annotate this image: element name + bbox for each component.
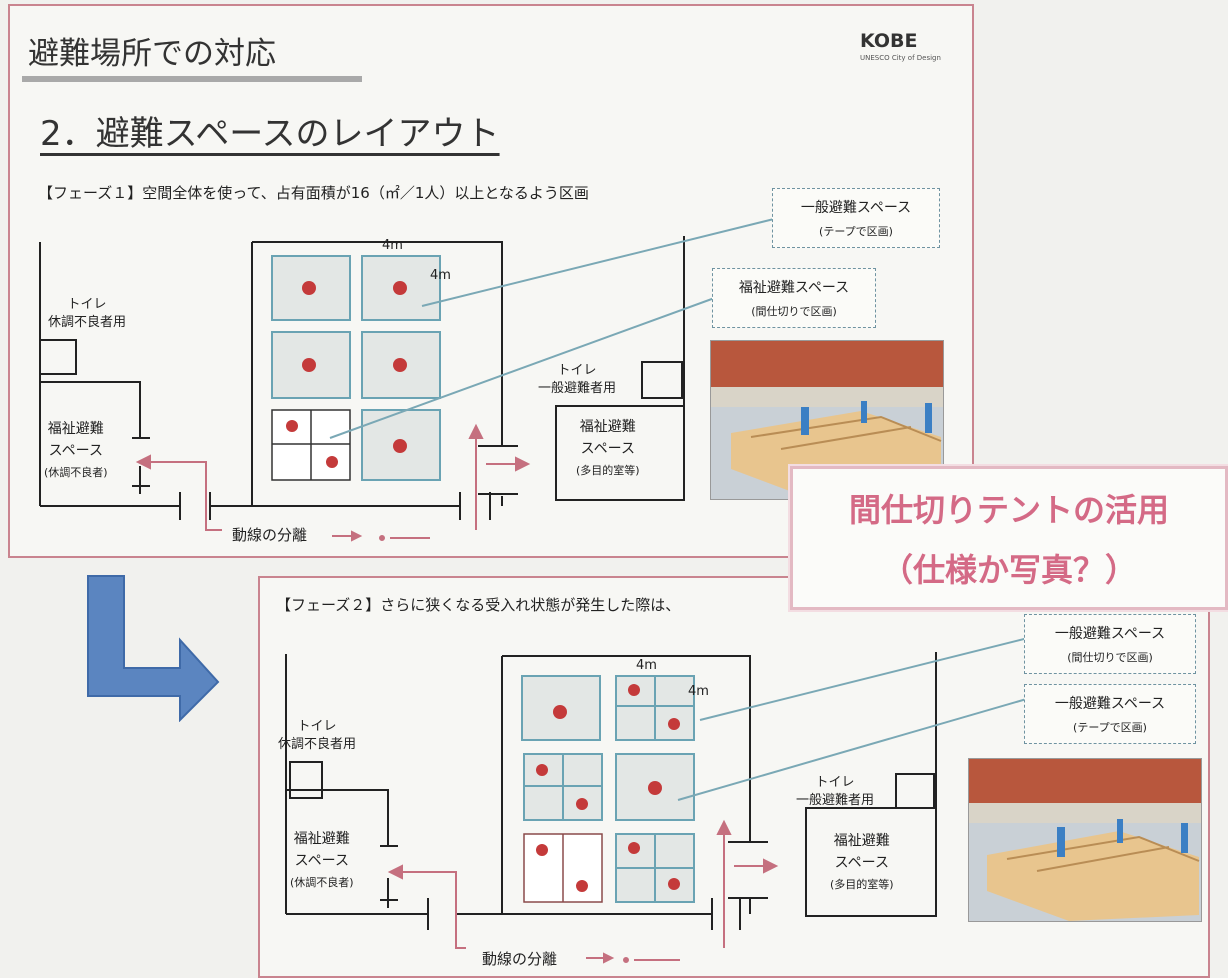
phase2-toilet-left: トイレ 休調不良者用 <box>278 718 356 754</box>
phase2-toilet-right: トイレ 一般避難者用 <box>796 774 874 810</box>
p2-welfare-left-line3: (休調不良者) <box>290 876 354 889</box>
p2-toilet-right-line2: 一般避難者用 <box>796 793 875 808</box>
callout-general-tape: 一般避難スペース (テープで区画) <box>1024 684 1196 744</box>
section-heading: 2．避難スペースのレイアウト <box>40 114 500 154</box>
slide-title: 避難場所での対応 <box>28 36 276 72</box>
p2-welfare-right-line1: 福祉避難 <box>833 833 890 849</box>
phase2-floorplan <box>285 637 1031 964</box>
callout-b-line2: (テープで区画) <box>1073 721 1147 734</box>
welfare-right-line3: (多目的室等) <box>576 464 640 477</box>
welfare-right-line1: 福祉避難 <box>579 419 636 435</box>
toilet-right-line2: 一般避難者用 <box>538 381 617 396</box>
note-line2: （仕様か写真？） <box>880 551 1137 589</box>
callout-welfare-space: 福祉避難スペース (間仕切りで区画) <box>712 268 876 328</box>
callout-general-space: 一般避難スペース (テープで区画) <box>772 188 940 248</box>
phase1-welfare-right: 福祉避難 スペース (多目的室等) <box>576 416 640 482</box>
title-underline <box>22 76 362 82</box>
transition-arrow-icon <box>87 575 220 722</box>
phase1-toilet-left: トイレ 休調不良者用 <box>48 296 126 332</box>
slide-phase1: 避難場所での対応 KOBE UNESCO City of Design 2．避難… <box>8 4 974 558</box>
logo: KOBE <box>860 30 918 52</box>
phase1-partition-photo <box>710 340 944 500</box>
callout-welfare-line2: (間仕切りで区画) <box>751 305 837 318</box>
toilet-right-line1: トイレ <box>557 363 597 378</box>
phase2-caption: 【フェーズ２】さらに狭くなる受入れ状態が発生した際は、 <box>276 596 681 614</box>
p2-toilet-right-line1: トイレ <box>815 775 855 790</box>
partition-tent-note: 間仕切りテントの活用 （仕様か写真？） <box>790 466 1228 610</box>
callout-b-line1: 一般避難スペース <box>1054 696 1166 712</box>
phase2-dim-width: 4m <box>636 658 657 673</box>
phase2-flow-label: 動線の分離 <box>482 950 558 968</box>
callout-welfare-line1: 福祉避難スペース <box>738 280 850 296</box>
callout-general-line1: 一般避難スペース <box>800 200 912 216</box>
welfare-right-line2: スペース <box>580 441 635 457</box>
welfare-left-line2: スペース <box>48 443 103 459</box>
callout-general-partition: 一般避難スペース (間仕切りで区画) <box>1024 614 1196 674</box>
phase2-dim-height: 4m <box>688 684 709 699</box>
callout-general-line2: (テープで区画) <box>819 225 893 238</box>
callout-a-line2: (間仕切りで区画) <box>1067 651 1153 664</box>
toilet-left-line1: トイレ <box>67 297 107 312</box>
phase2-partition-photo <box>968 758 1202 922</box>
phase1-dim-height: 4m <box>430 268 451 283</box>
p2-welfare-left-line1: 福祉避難 <box>293 831 350 847</box>
logo-subtext: UNESCO City of Design <box>860 54 941 62</box>
phase1-floorplan <box>39 217 779 542</box>
p2-welfare-left-line2: スペース <box>294 853 349 869</box>
callout-a-line1: 一般避難スペース <box>1054 626 1166 642</box>
phase1-caption: 【フェーズ１】空間全体を使って、占有面積が16（㎡／1人）以上となるよう区画 <box>38 184 589 202</box>
slide-phase2: 【フェーズ２】さらに狭くなる受入れ状態が発生した際は、 <box>258 576 1210 978</box>
welfare-left-line3: (休調不良者) <box>44 466 108 479</box>
p2-toilet-left-line1: トイレ <box>297 719 337 734</box>
phase1-dim-width: 4m <box>382 238 403 253</box>
welfare-left-line1: 福祉避難 <box>47 421 104 437</box>
toilet-left-line2: 休調不良者用 <box>48 315 127 330</box>
phase1-flow-label: 動線の分離 <box>232 526 308 544</box>
phase1-toilet-right: トイレ 一般避難者用 <box>538 362 616 398</box>
p2-welfare-right-line3: (多目的室等) <box>830 878 894 891</box>
p2-toilet-left-line2: 休調不良者用 <box>278 737 357 752</box>
partition-photo-graphic <box>711 341 943 499</box>
phase2-welfare-right: 福祉避難 スペース (多目的室等) <box>830 830 894 896</box>
phase2-welfare-left: 福祉避難 スペース (休調不良者) <box>290 828 354 894</box>
note-line1: 間仕切りテントの活用 <box>848 491 1169 529</box>
phase1-welfare-left: 福祉避難 スペース (休調不良者) <box>44 418 108 484</box>
p2-welfare-right-line2: スペース <box>834 855 889 871</box>
partition-photo-graphic-2 <box>969 759 1201 921</box>
